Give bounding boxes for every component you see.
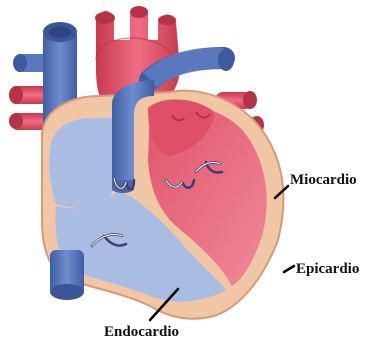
label-epicardio: Epicardio [296,261,359,277]
right-atrium [49,118,117,208]
pulmonary-vein-left-end [13,54,27,72]
superior-vena-cava-lumen [49,26,71,38]
label-endocardio: Endocardio [104,324,179,340]
pulmonary-artery-left-1-end [9,86,23,104]
pulmonary-artery-left-2-end [9,113,23,129]
epicardio-pointer [284,266,294,272]
label-miocardio: Miocardio [290,172,357,188]
